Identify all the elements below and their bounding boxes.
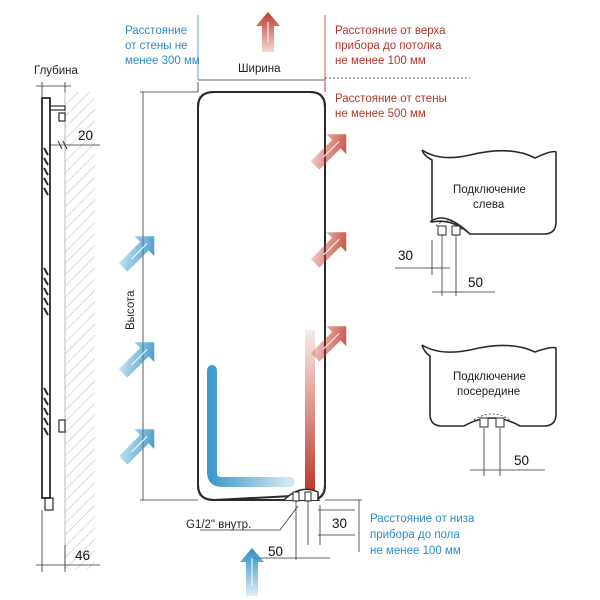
note-wall-front: Расстояние от стены не менее 500 мм — [335, 93, 447, 120]
note-floor-line: прибора до пола — [370, 529, 460, 541]
dim-50-mid-label: 50 — [514, 453, 529, 468]
detail-middle-nipple — [479, 417, 489, 428]
dim-20-label: 20 — [78, 128, 93, 143]
front-view: Ширина Высота G1/2" внутр. 50 30 — [125, 15, 470, 560]
dim-30-left-label: 30 — [398, 248, 413, 263]
detail-middle-connection: Подключение посередине 50 — [421, 344, 557, 476]
bracket-bottom — [58, 419, 66, 433]
arrow-up-right-blue-icon — [118, 429, 155, 465]
arrow-up-right-blue-icon — [118, 236, 155, 272]
note-wall-front-line: не менее 500 мм — [335, 108, 426, 120]
note-wall-min: Расстояние от стены не менее 300 мм — [125, 25, 200, 67]
note-ceiling-line: Расстояние от верха — [335, 25, 446, 37]
arrow-up-red-icon — [256, 12, 280, 52]
arrow-up-right-red-icon — [310, 326, 347, 362]
detail-left-title: слева — [473, 199, 505, 211]
thread-leader — [279, 505, 299, 531]
airflow-arrows — [118, 12, 347, 596]
detail-left-outline — [421, 149, 557, 235]
arrow-up-right-red-icon — [310, 134, 347, 170]
dim-30-main-label: 30 — [332, 516, 347, 531]
dim-50-main-label: 50 — [268, 544, 283, 559]
side-view: Глубина 20 46 — [34, 65, 100, 572]
detail-middle-nipple — [495, 417, 505, 428]
arrow-up-right-blue-icon — [118, 342, 155, 378]
note-wall-front-line: Расстояние от стены — [335, 93, 447, 105]
note-ceiling-line: не менее 100 мм — [335, 55, 426, 67]
side-fins — [43, 147, 49, 436]
detail-left-nipple — [437, 225, 447, 236]
bracket-top-pad — [58, 112, 66, 122]
arrow-up-blue-icon — [240, 548, 264, 596]
radiator-side-profile — [41, 97, 51, 499]
arrow-up-right-red-icon — [310, 232, 347, 268]
note-wall-min-line: менее 300 мм — [125, 55, 200, 67]
note-wall-min-line: от стены не — [125, 40, 187, 52]
wall-hatch — [65, 92, 95, 570]
side-foot — [44, 497, 54, 511]
thread-label: G1/2" внутр. — [186, 519, 251, 531]
depth-label: Глубина — [34, 65, 79, 77]
hot-pipe — [305, 330, 315, 490]
dim-46-label: 46 — [75, 548, 90, 563]
detail-middle-title: Подключение — [453, 371, 526, 383]
height-label: Высота — [125, 290, 137, 330]
note-ceiling-line: прибора до потолка — [335, 40, 442, 52]
dim-50-left-label: 50 — [468, 275, 483, 290]
nipple-left — [292, 491, 300, 502]
nipple-right — [304, 491, 312, 502]
bracket-top — [49, 105, 66, 111]
detail-middle-title: посередине — [457, 386, 520, 398]
detail-left-title: Подключение — [453, 184, 526, 196]
detail-middle-outline — [421, 344, 557, 427]
note-wall-min-line: Расстояние — [125, 25, 187, 37]
note-ceiling: Расстояние от верха прибора до потолка н… — [335, 25, 446, 67]
note-floor-line: не менее 100 мм — [370, 545, 461, 557]
note-floor-line: Расстояние от низа — [370, 513, 475, 525]
cold-pipe — [207, 365, 295, 487]
detail-left-nipple — [451, 225, 461, 236]
note-floor: Расстояние от низа прибора до пола не ме… — [370, 513, 475, 557]
width-label: Ширина — [238, 63, 281, 75]
detail-left-connection: Подключение слева 30 50 — [395, 149, 557, 296]
